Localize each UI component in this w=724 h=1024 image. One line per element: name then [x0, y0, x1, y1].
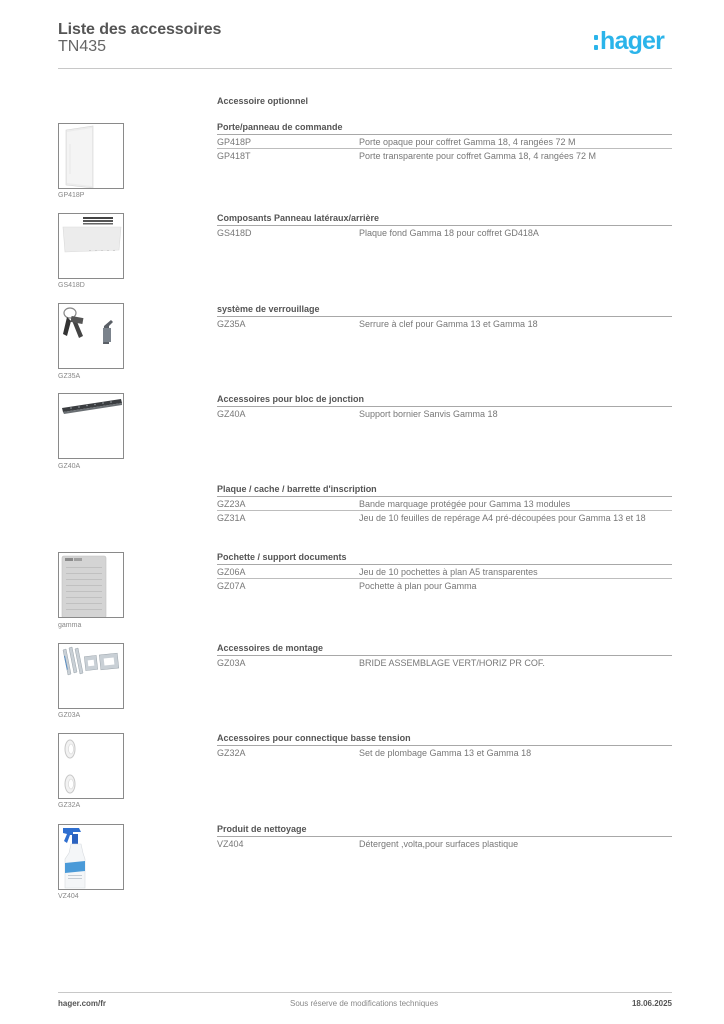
mounting-bracket-image	[58, 643, 124, 709]
hager-logo: hager	[594, 26, 665, 56]
spray-bottle-image	[58, 824, 124, 890]
image-caption: GS418D	[58, 282, 85, 289]
section-nettoyage: Produit de nettoyage VZ404 Détergent ,vo…	[217, 824, 672, 851]
section-divider	[217, 655, 672, 656]
logo-colon-icon	[594, 32, 598, 52]
product-ref: GS418D	[217, 228, 252, 238]
image-caption: GZ40A	[58, 463, 81, 470]
table-row: GZ35A Serrure à clef pour Gamma 13 et Ga…	[217, 317, 672, 331]
product-desc: Support bornier Sanvis Gamma 18	[359, 409, 498, 419]
table-row: GP418P Porte opaque pour coffret Gamma 1…	[217, 135, 672, 149]
main-heading: Accessoire optionnel	[217, 96, 309, 106]
section-title: Accessoires pour bloc de jonction	[217, 394, 365, 404]
table-row: GZ06A Jeu de 10 pochettes à plan A5 tran…	[217, 565, 672, 579]
section-composants: Composants Panneau latéraux/arrière GS41…	[217, 213, 672, 240]
section-bloc-jonction: Accessoires pour bloc de jonction GZ40A …	[217, 394, 672, 421]
back-plate-image	[58, 213, 124, 279]
section-divider	[217, 134, 672, 135]
product-ref: GZ03A	[217, 658, 246, 668]
section-title: Pochette / support documents	[217, 552, 347, 562]
table-row: GZ32A Set de plombage Gamma 13 et Gamma …	[217, 746, 672, 760]
table-row: GZ40A Support bornier Sanvis Gamma 18	[217, 407, 672, 421]
section-divider	[217, 836, 672, 837]
section-pochette: Pochette / support documents GZ06A Jeu d…	[217, 552, 672, 593]
image-caption: GZ35A	[58, 373, 81, 380]
footer-notice: Sous réserve de modifications techniques	[290, 999, 439, 1008]
key-lock-image	[58, 303, 124, 369]
section-porte-panneau: Porte/panneau de commande GP418P Porte o…	[217, 122, 672, 163]
product-ref: GZ35A	[217, 319, 246, 329]
door-panel-image	[58, 123, 124, 189]
document-pocket-image	[58, 552, 124, 618]
section-title: Porte/panneau de commande	[217, 122, 343, 132]
product-reference: TN435	[58, 38, 107, 55]
image-caption: gamma	[58, 622, 82, 629]
section-verrouillage: système de verrouillage GZ35A Serrure à …	[217, 304, 672, 331]
section-divider	[217, 564, 672, 565]
product-ref: GZ23A	[217, 499, 246, 509]
section-divider	[217, 225, 672, 226]
section-connectique: Accessoires pour connectique basse tensi…	[217, 733, 672, 760]
section-plaque-cache: Plaque / cache / barrette d'inscription …	[217, 484, 672, 525]
image-caption: VZ404	[58, 893, 79, 900]
product-ref: GZ06A	[217, 567, 246, 577]
product-desc: Bande marquage protégée pour Gamma 13 mo…	[359, 499, 571, 509]
terminal-rail-image	[58, 393, 124, 459]
product-desc: Porte opaque pour coffret Gamma 18, 4 ra…	[359, 137, 576, 147]
product-desc: Pochette à plan pour Gamma	[359, 581, 477, 591]
table-row: VZ404 Détergent ,volta,pour surfaces pla…	[217, 837, 672, 851]
footer-website-link[interactable]: hager.com/fr	[58, 999, 107, 1008]
table-row: GZ07A Pochette à plan pour Gamma	[217, 579, 672, 593]
table-row: GP418T Porte transparente pour coffret G…	[217, 149, 672, 163]
section-title: Accessoires de montage	[217, 643, 324, 653]
section-title: système de verrouillage	[217, 304, 320, 314]
table-row: GZ31A Jeu de 10 feuilles de repérage A4 …	[217, 511, 672, 525]
document-title: Liste des accessoires	[58, 21, 222, 38]
table-row: GS418D Plaque fond Gamma 18 pour coffret…	[217, 226, 672, 240]
image-caption: GZ03A	[58, 712, 81, 719]
section-montage: Accessoires de montage GZ03A BRIDE ASSEM…	[217, 643, 672, 670]
section-title: Composants Panneau latéraux/arrière	[217, 213, 380, 223]
product-desc: Jeu de 10 feuilles de repérage A4 pré-dé…	[359, 513, 646, 523]
product-desc: Serrure à clef pour Gamma 13 et Gamma 18	[359, 319, 538, 329]
section-title: Accessoires pour connectique basse tensi…	[217, 733, 411, 743]
footer-divider	[58, 992, 672, 993]
section-divider	[217, 316, 672, 317]
table-row: GZ03A BRIDE ASSEMBLAGE VERT/HORIZ PR COF…	[217, 656, 672, 670]
product-desc: BRIDE ASSEMBLAGE VERT/HORIZ PR COF.	[359, 658, 545, 668]
product-ref: VZ404	[217, 839, 244, 849]
product-ref: GZ07A	[217, 581, 246, 591]
header-divider	[58, 68, 672, 69]
sealing-ring-image	[58, 733, 124, 799]
product-ref: GP418T	[217, 151, 251, 161]
section-title: Produit de nettoyage	[217, 824, 307, 834]
product-ref: GZ31A	[217, 513, 246, 523]
product-desc: Plaque fond Gamma 18 pour coffret GD418A	[359, 228, 539, 238]
image-caption: GP418P	[58, 192, 85, 199]
section-divider	[217, 406, 672, 407]
footer-date: 18.06.2025	[631, 999, 672, 1008]
section-divider	[217, 745, 672, 746]
table-row: GZ23A Bande marquage protégée pour Gamma…	[217, 497, 672, 511]
product-desc: Détergent ,volta,pour surfaces plastique	[359, 839, 519, 849]
image-caption: GZ32A	[58, 802, 81, 809]
product-desc: Porte transparente pour coffret Gamma 18…	[359, 151, 596, 161]
section-title: Plaque / cache / barrette d'inscription	[217, 484, 377, 494]
product-ref: GZ32A	[217, 748, 246, 758]
product-desc: Jeu de 10 pochettes à plan A5 transparen…	[359, 567, 538, 577]
product-desc: Set de plombage Gamma 13 et Gamma 18	[359, 748, 532, 758]
section-divider	[217, 496, 672, 497]
product-ref: GZ40A	[217, 409, 246, 419]
product-ref: GP418P	[217, 137, 252, 147]
